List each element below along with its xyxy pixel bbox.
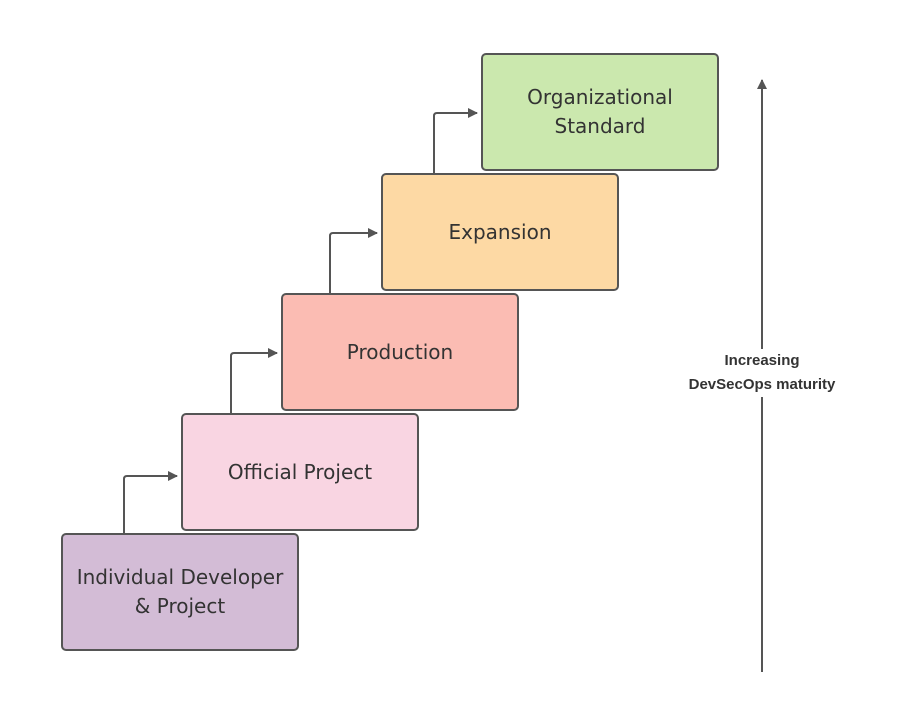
step-organizational-standard: Organizational Standard <box>481 53 719 171</box>
step-label: Production <box>346 339 454 364</box>
step-label: Expansion <box>448 219 552 244</box>
step-arrow-4-5 <box>433 108 478 173</box>
step-arrow-2-3 <box>230 348 278 413</box>
step-official-project: Official Project <box>181 413 419 531</box>
step-expansion: Expansion <box>381 173 619 291</box>
step-label: Organizational Standard <box>527 85 673 138</box>
maturity-label-line1: Increasing <box>724 352 800 369</box>
step-production: Production <box>281 293 519 411</box>
step-arrow-3-4 <box>329 228 378 293</box>
maturity-label-line2: DevSecOps maturity <box>688 376 836 393</box>
step-label: Individual Developer & Project <box>76 565 284 618</box>
step-individual-developer: Individual Developer & Project <box>61 533 299 651</box>
step-label: Official Project <box>227 459 373 484</box>
maturity-axis-label: Increasing DevSecOps maturity <box>652 349 872 397</box>
step-arrow-1-2 <box>123 471 178 533</box>
